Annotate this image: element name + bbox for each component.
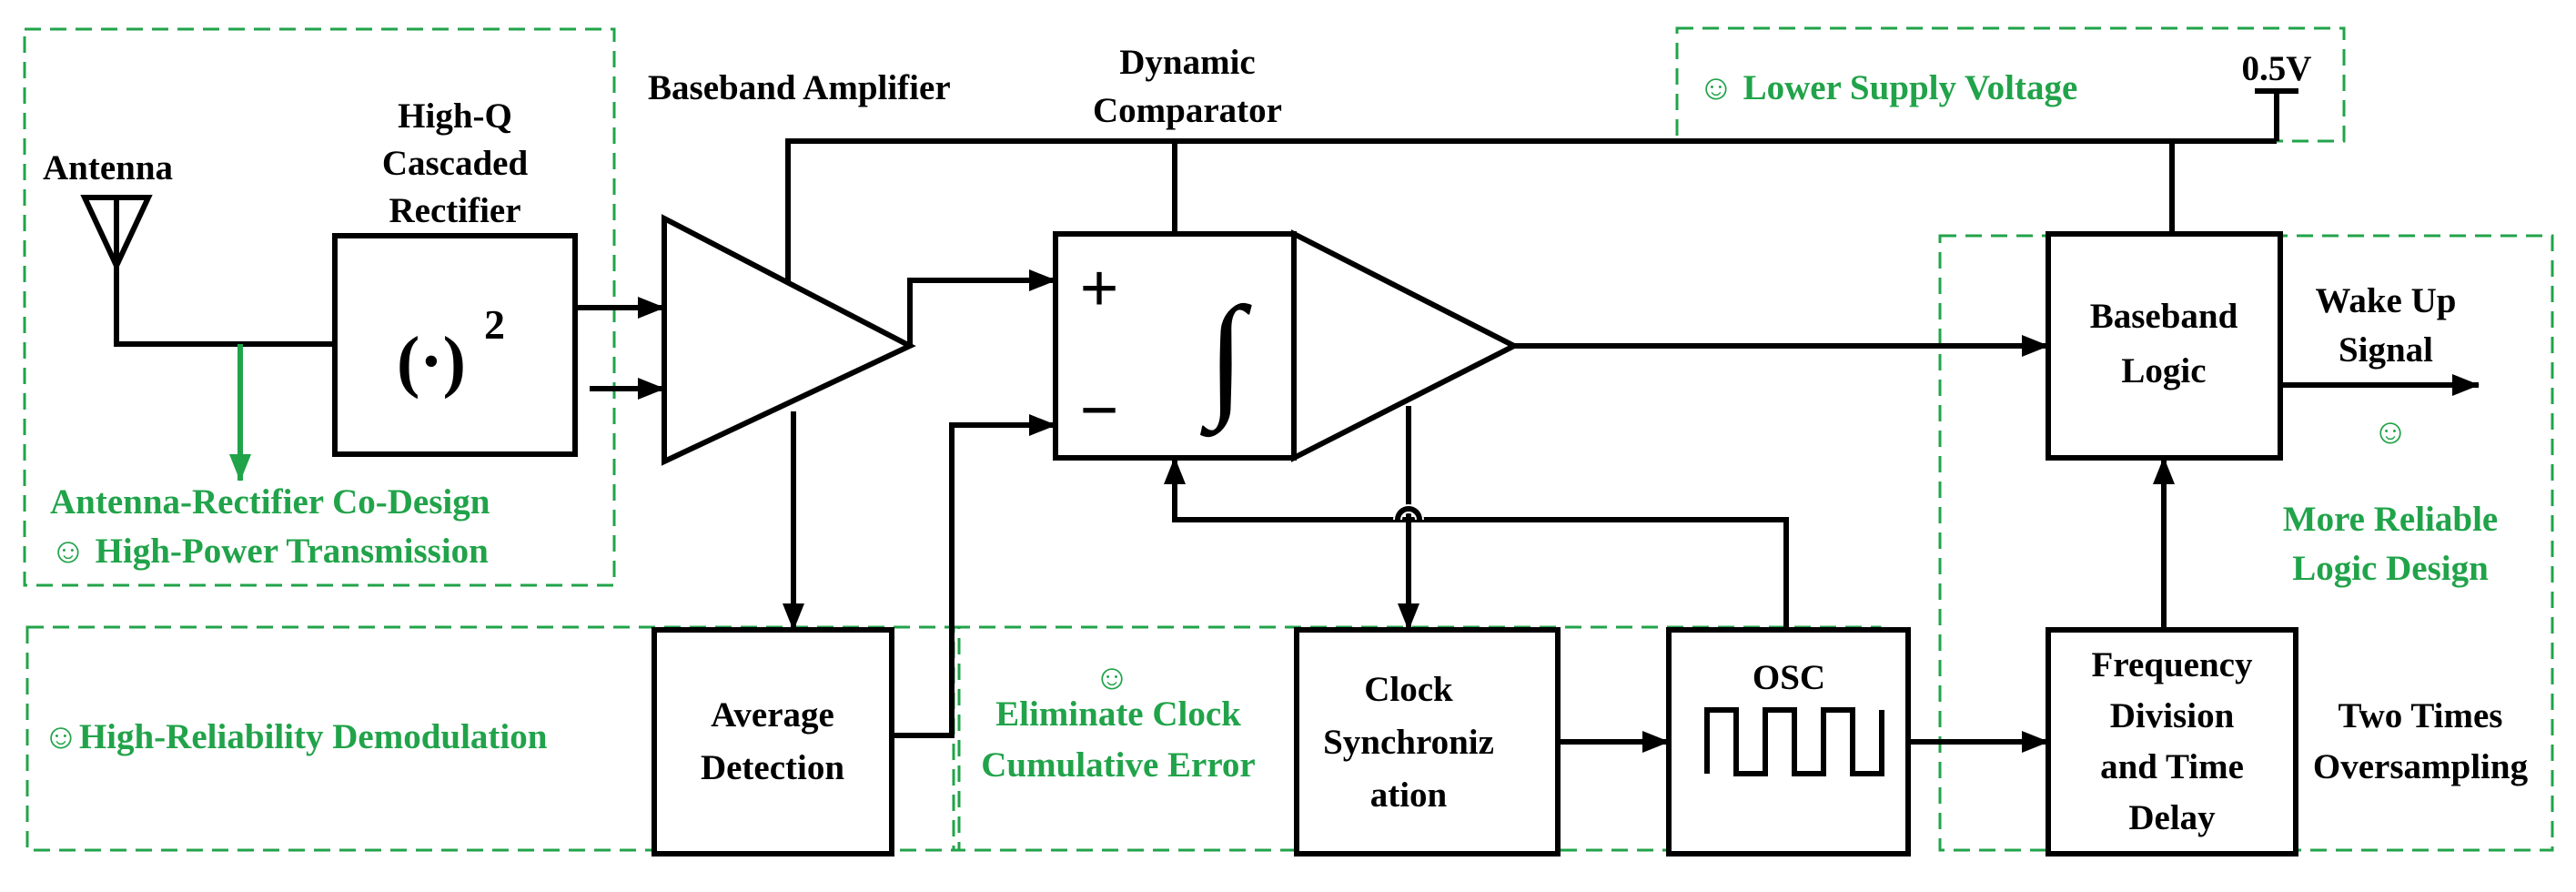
average-to-comp-minus-wire <box>892 414 1056 738</box>
baseband-logic-line1: Baseband <box>2090 297 2238 336</box>
high-power-annotation: ☺ High-Power Transmission <box>50 532 489 571</box>
wire-crossing-arc <box>1395 506 1422 521</box>
clock-sync-line2: Synchroniz <box>1323 723 1494 762</box>
amp-to-comp-plus-wire <box>907 269 1056 346</box>
freq-division-line2: Division <box>2110 696 2235 735</box>
average-detection-line2: Detection <box>701 748 844 787</box>
wake-up-line1: Wake Up <box>2316 281 2457 320</box>
clock-sync-line3: ation <box>1370 775 1448 815</box>
freq-division-line4: Delay <box>2128 798 2216 837</box>
clock-sync-line1: Clock <box>1364 670 1453 709</box>
antenna-icon <box>80 195 153 280</box>
baseband-amplifier <box>662 214 916 466</box>
comparator-label-line2: Comparator <box>1093 91 1282 130</box>
freq-division-line3: and Time <box>2100 747 2244 786</box>
osc-feedback-wire <box>1164 457 1789 630</box>
oversampling-line2: Oversampling <box>2313 747 2529 786</box>
reliable-logic-line1: More Reliable <box>2283 500 2498 539</box>
wake-up-line2: Signal <box>2339 330 2433 370</box>
antenna-label: Antenna <box>43 148 173 188</box>
baseband-logic-line2: Logic <box>2121 351 2206 390</box>
eliminate-clock-line1: Eliminate Clock <box>995 694 1241 734</box>
comparator-integrator-block <box>1053 231 1297 461</box>
lower-supply-annotation: ☺ Lower Supply Voltage <box>1698 68 2077 107</box>
rectifier-symbol: (·) <box>397 323 466 400</box>
minus-sign: − <box>1079 372 1118 449</box>
reliable-smiley-icon: ☺ <box>2372 412 2409 451</box>
baseband-amplifier-label: Baseband Amplifier <box>648 68 951 107</box>
rectifier-exponent: 2 <box>484 301 505 348</box>
supply-rail-wire <box>785 138 2277 289</box>
clock-smiley-icon: ☺ <box>1094 658 1130 697</box>
osc-label: OSC <box>1753 658 1825 697</box>
rectifier-title-line2: Cascaded <box>382 144 529 183</box>
rectifier-title-line3: Rectifier <box>389 191 520 230</box>
antenna-feed-wire <box>114 280 335 347</box>
high-reliability-annotation: ☺High-Reliability Demodulation <box>43 717 548 756</box>
plus-sign: + <box>1079 250 1118 327</box>
comparator-label-line1: Dynamic <box>1119 43 1256 82</box>
average-detection-block <box>652 627 894 857</box>
freq-division-line1: Frequency <box>2092 645 2253 684</box>
rectifier-title-line1: High-Q <box>398 96 512 136</box>
eliminate-clock-line2: Cumulative Error <box>981 745 1256 785</box>
square-wave-icon <box>1704 707 1884 776</box>
baseband-logic-block <box>2046 231 2283 461</box>
supply-region <box>1675 26 2346 143</box>
rectifier-block <box>332 233 578 457</box>
supply-voltage-label: 0.5V <box>2242 49 2312 88</box>
freq-division-block <box>2046 627 2298 857</box>
average-detection-line1: Average <box>711 695 834 735</box>
oversampling-line1: Two Times <box>2339 696 2503 735</box>
demodulation-region <box>25 625 961 852</box>
clock-sync-block <box>1294 627 1561 857</box>
reliable-logic-line2: Logic Design <box>2292 549 2489 588</box>
co-design-annotation: Antenna-Rectifier Co-Design <box>50 482 490 522</box>
comparator-triangle <box>1291 229 1520 462</box>
